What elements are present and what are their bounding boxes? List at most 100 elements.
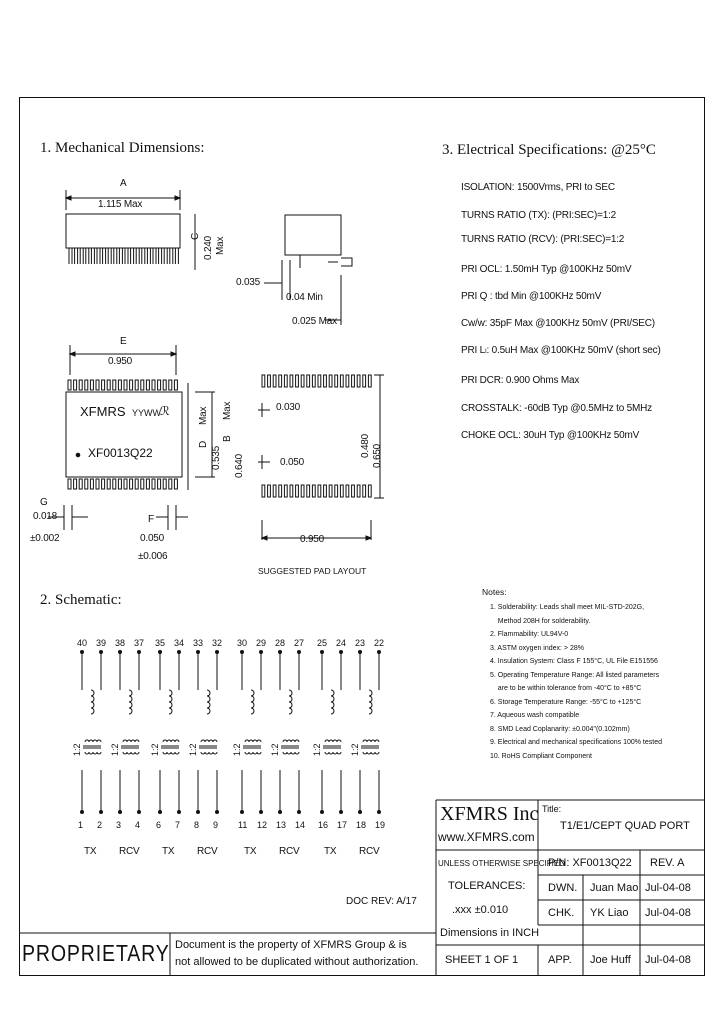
part-number: P/N: XF0013Q22 [548, 857, 632, 869]
proprietary-line2: not allowed to be duplicated without aut… [175, 956, 419, 968]
pin-bottom: 4 [135, 820, 141, 830]
pad-caption: SUGGESTED PAD LAYOUT [258, 566, 367, 576]
pin-top: 27 [294, 638, 305, 648]
mechanical-heading: 1. Mechanical Dimensions: [40, 140, 205, 156]
pin-top: 23 [355, 638, 366, 648]
pad-480: 0.480 [360, 433, 371, 458]
marking-date: YYWW [132, 408, 161, 418]
dim-004: 0.04 Min [286, 292, 323, 303]
dim-a-letter: A [120, 178, 127, 189]
dim-d-letter: D [198, 440, 209, 448]
pin-bottom: 17 [337, 820, 348, 830]
note-line: Method 208H for solderability. [490, 617, 591, 625]
note-line: 5. Operating Temperature Range: All list… [490, 671, 660, 679]
note-line: 9. Electrical and mechanical specificati… [490, 739, 662, 746]
dim-0035: 0.035 [236, 277, 261, 288]
pin-bottom: 9 [213, 820, 219, 830]
pin-bottom: 7 [175, 820, 181, 830]
pin-top: 28 [275, 638, 286, 648]
note-line: 4. Insulation System: Class F 155°C, UL … [490, 658, 658, 665]
title-label: Title: [542, 804, 562, 814]
pin-bottom: 19 [375, 820, 386, 830]
pin-top: 34 [174, 638, 185, 648]
spec-line: Cw/w: 35pF Max @100KHz 50mV (PRI/SEC) [461, 318, 655, 329]
dim-c-value: 0.240 [203, 235, 214, 260]
pin-top: 24 [336, 638, 347, 648]
chk-date: Jul-04-08 [645, 907, 691, 919]
electrical-heading: 3. Electrical Specifications: @25°C [442, 142, 656, 158]
dim-d-value: 0.535 [211, 445, 222, 470]
ul-logo: ℛ [160, 404, 170, 418]
dim-b-max: Max [222, 401, 233, 420]
pin-top: 22 [374, 638, 385, 648]
pin-bottom: 14 [295, 820, 306, 830]
schematic-heading: 2. Schematic: [40, 592, 122, 608]
group-label: RCV [359, 846, 380, 857]
sheet: SHEET 1 OF 1 [445, 954, 519, 966]
dim-g-value: 0.018 [33, 511, 58, 522]
pin-top: 32 [212, 638, 223, 648]
drawing-frame [19, 97, 705, 976]
pad-050: 0.050 [280, 457, 305, 468]
spec-line: TURNS RATIO (RCV): (PRI:SEC)=1:2 [461, 234, 625, 245]
group-label: RCV [197, 846, 218, 857]
spec-line: ISOLATION: 1500Vrms, PRI to SEC [461, 182, 615, 193]
proprietary: PROPRIETARY [22, 940, 170, 966]
notes-title: Notes: [482, 587, 507, 597]
dim-c-letter: C [190, 232, 201, 240]
app-name: Joe Huff [590, 954, 631, 966]
spec-line: TURNS RATIO (TX): (PRI:SEC)=1:2 [461, 210, 617, 221]
group-label: TX [244, 846, 257, 857]
note-line: are to be within tolerance from -40°C to… [490, 685, 642, 692]
group-label: TX [324, 846, 337, 857]
note-line: 8. SMD Lead Coplanarity: ±0.004"(0.102mm… [490, 725, 630, 733]
dim-g-letter: G [40, 497, 48, 508]
chk-label: CHK. [548, 907, 575, 919]
pin-bottom: 18 [356, 820, 367, 830]
dim-d-max: Max [198, 406, 209, 425]
pin-bottom: 3 [116, 820, 122, 830]
spec-line: PRI DCR: 0.900 Ohms Max [461, 375, 580, 386]
pin-top: 40 [77, 638, 88, 648]
pin-top: 25 [317, 638, 328, 648]
dwn-name: Juan Mao [590, 882, 639, 894]
pad-030: 0.030 [276, 402, 301, 413]
pin-top: 29 [256, 638, 267, 648]
dim-f-letter: F [148, 514, 154, 525]
turns-ratio: 1:2 [188, 743, 198, 756]
dwn-label: DWN. [548, 882, 578, 894]
pin-top: 39 [96, 638, 107, 648]
title-value: T1/E1/CEPT QUAD PORT [560, 820, 690, 832]
pin-bottom: 12 [257, 820, 268, 830]
group-label: TX [84, 846, 97, 857]
dim-b-letter: B [222, 435, 233, 442]
pin-top: 38 [115, 638, 126, 648]
tol-value: .xxx ±0.010 [452, 904, 509, 916]
dwn-date: Jul-04-08 [645, 882, 691, 894]
dim-g-tol: ±0.002 [30, 533, 60, 544]
dim-b-value: 0.640 [234, 453, 245, 478]
chk-name: YK Liao [590, 907, 629, 919]
pin-bottom: 11 [238, 820, 248, 830]
unless-text: UNLESS OTHERWISE SPECIFIED [438, 859, 565, 868]
group-label: RCV [119, 846, 140, 857]
pin-bottom: 1 [78, 820, 84, 830]
pin-bottom: 6 [156, 820, 162, 830]
pad-950: 0.950 [300, 534, 325, 545]
turns-ratio: 1:2 [150, 743, 160, 756]
revision: REV. A [650, 857, 685, 869]
pin-bottom: 8 [194, 820, 200, 830]
group-label: RCV [279, 846, 300, 857]
spec-line: PRI Lₗ: 0.5uH Max @100KHz 50mV (short se… [461, 345, 661, 356]
note-line: 10. RoHS Compliant Component [490, 752, 592, 760]
pin-bottom: 2 [97, 820, 103, 830]
app-label: APP. [548, 954, 572, 966]
doc-rev: DOC REV: A/17 [346, 896, 417, 907]
turns-ratio: 1:2 [72, 743, 82, 756]
spec-line: PRI OCL: 1.50mH Typ @100KHz 50mV [461, 264, 632, 275]
dim-f-value: 0.050 [140, 533, 165, 544]
marking-part: XF0013Q22 [88, 446, 153, 460]
pin-top: 35 [155, 638, 166, 648]
turns-ratio: 1:2 [270, 743, 280, 756]
